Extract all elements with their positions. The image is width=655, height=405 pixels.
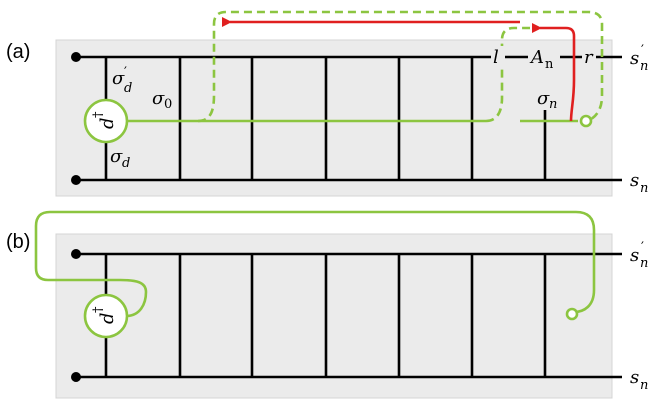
svg-text:σ: σ [110, 146, 123, 167]
svg-text:σ: σ [112, 68, 125, 89]
string-end [565, 307, 579, 321]
panel-a-background [55, 39, 613, 197]
panel-b: (b) d † s ′ n s n [6, 210, 648, 399]
svg-text:s: s [630, 245, 639, 266]
svg-text:′: ′ [124, 65, 127, 80]
operator-circle [83, 98, 129, 144]
l-label-bg [491, 46, 505, 66]
string-loop [34, 210, 596, 318]
l-label: l [493, 47, 499, 68]
string-inner-dashed-loop [485, 26, 530, 123]
red-path-inner [532, 23, 576, 122]
bottom-rail-label: s n [630, 367, 648, 393]
svg-text:A: A [529, 47, 544, 68]
sigma-0-label: σ 0 [152, 88, 172, 112]
panel-a: (a) d † σ [6, 10, 648, 197]
sigma-n-label: σ n [536, 88, 562, 112]
svg-text:σ: σ [537, 88, 550, 109]
bottom-rail-endpoint [71, 175, 81, 185]
svg-text:n: n [640, 181, 648, 196]
sigma-d-label: σ d [110, 146, 130, 171]
string-outer-dashed-loop [197, 10, 604, 123]
r-label-bg [582, 46, 596, 66]
top-rail-label: s ′ n [630, 43, 648, 74]
top-rail-endpoint [71, 52, 81, 62]
panel-b-label: (b) [6, 231, 30, 253]
svg-text:n: n [640, 256, 648, 271]
r-label: r [584, 47, 594, 68]
svg-text:′: ′ [641, 240, 644, 255]
string-end [579, 114, 593, 128]
bottom-rail-label: s n [630, 170, 648, 196]
svg-text:s: s [630, 48, 639, 69]
svg-text:†: † [91, 306, 106, 313]
svg-text:s: s [630, 367, 639, 388]
svg-text:n: n [545, 57, 554, 72]
svg-text:s: s [630, 170, 639, 191]
top-rail-label: s ′ n [630, 240, 648, 271]
panel-a-label: (a) [6, 41, 30, 63]
svg-text:′: ′ [641, 43, 644, 58]
svg-text:n: n [640, 378, 648, 393]
A-n-label: A n [529, 47, 554, 72]
svg-text:d: d [97, 312, 118, 324]
svg-text:d: d [124, 81, 132, 96]
svg-text:σ: σ [152, 88, 165, 109]
panel-b-background [55, 233, 613, 399]
svg-text:†: † [91, 111, 106, 118]
svg-text:d: d [122, 156, 130, 171]
svg-text:n: n [640, 59, 648, 74]
operator-glyph: d † [91, 111, 118, 129]
A-label-bg [528, 44, 560, 70]
sigma-d-prime-label: σ ′ d [110, 65, 146, 96]
svg-text:d: d [97, 117, 118, 129]
bottom-rail-endpoint [71, 372, 81, 382]
svg-text:0: 0 [164, 97, 172, 112]
top-rail-endpoint [71, 249, 81, 259]
operator-circle [83, 293, 129, 339]
svg-text:n: n [549, 97, 557, 112]
operator-glyph: d † [91, 306, 118, 324]
